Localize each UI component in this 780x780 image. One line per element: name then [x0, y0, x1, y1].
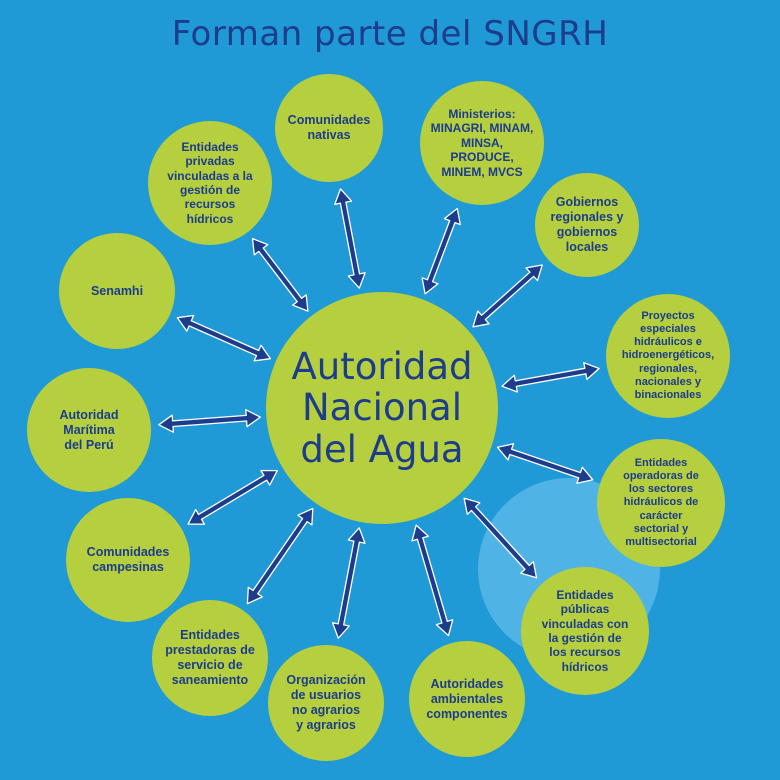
- arrow-gobiernos: [472, 264, 543, 328]
- node-operadoras: Entidades operadoras de los sectores hid…: [597, 439, 725, 567]
- node-maritima: Autoridad Marítima del Perú: [27, 368, 151, 492]
- arrow-operadoras: [496, 443, 594, 484]
- arrow-ambientales: [411, 524, 454, 637]
- node-ministerios: Ministerios: MINAGRI, MINAM, MINSA, PROD…: [420, 81, 544, 205]
- node-usuarios: Organización de usuarios no agrarios y a…: [268, 645, 384, 761]
- arrow-privadas: [251, 237, 309, 312]
- arrow-maritima: [158, 409, 261, 433]
- node-gobiernos: Gobiernos regionales y gobiernos locales: [535, 173, 639, 277]
- arrow-campesinas: [187, 469, 278, 525]
- node-campesinas: Comunidades campesinas: [66, 498, 190, 622]
- node-ambientales: Autoridades ambientales componentes: [409, 641, 525, 757]
- arrow-comunidades-nativas: [334, 188, 366, 289]
- node-proyectos: Proyectos especiales hidráulicos e hidro…: [606, 294, 730, 418]
- diagram-title: Forman parte del SNGRH: [171, 14, 609, 54]
- arrow-ministerios: [421, 207, 461, 295]
- arrow-usuarios: [331, 527, 366, 639]
- node-privadas: Entidades privadas vinculadas a la gesti…: [148, 121, 272, 245]
- center-node: Autoridad Nacional del Agua: [266, 292, 498, 524]
- arrow-publicas: [463, 497, 538, 579]
- node-saneamiento: Entidades prestadoras de servicio de san…: [152, 600, 268, 716]
- arrow-senamhi: [176, 314, 272, 362]
- arrow-proyectos: [501, 362, 600, 393]
- node-senamhi: Senamhi: [59, 233, 175, 349]
- node-comunidades-nativas: Comunidades nativas: [275, 74, 383, 182]
- node-publicas: Entidades públicas vinculadas con la ges…: [521, 567, 649, 695]
- arrow-saneamiento: [246, 507, 314, 605]
